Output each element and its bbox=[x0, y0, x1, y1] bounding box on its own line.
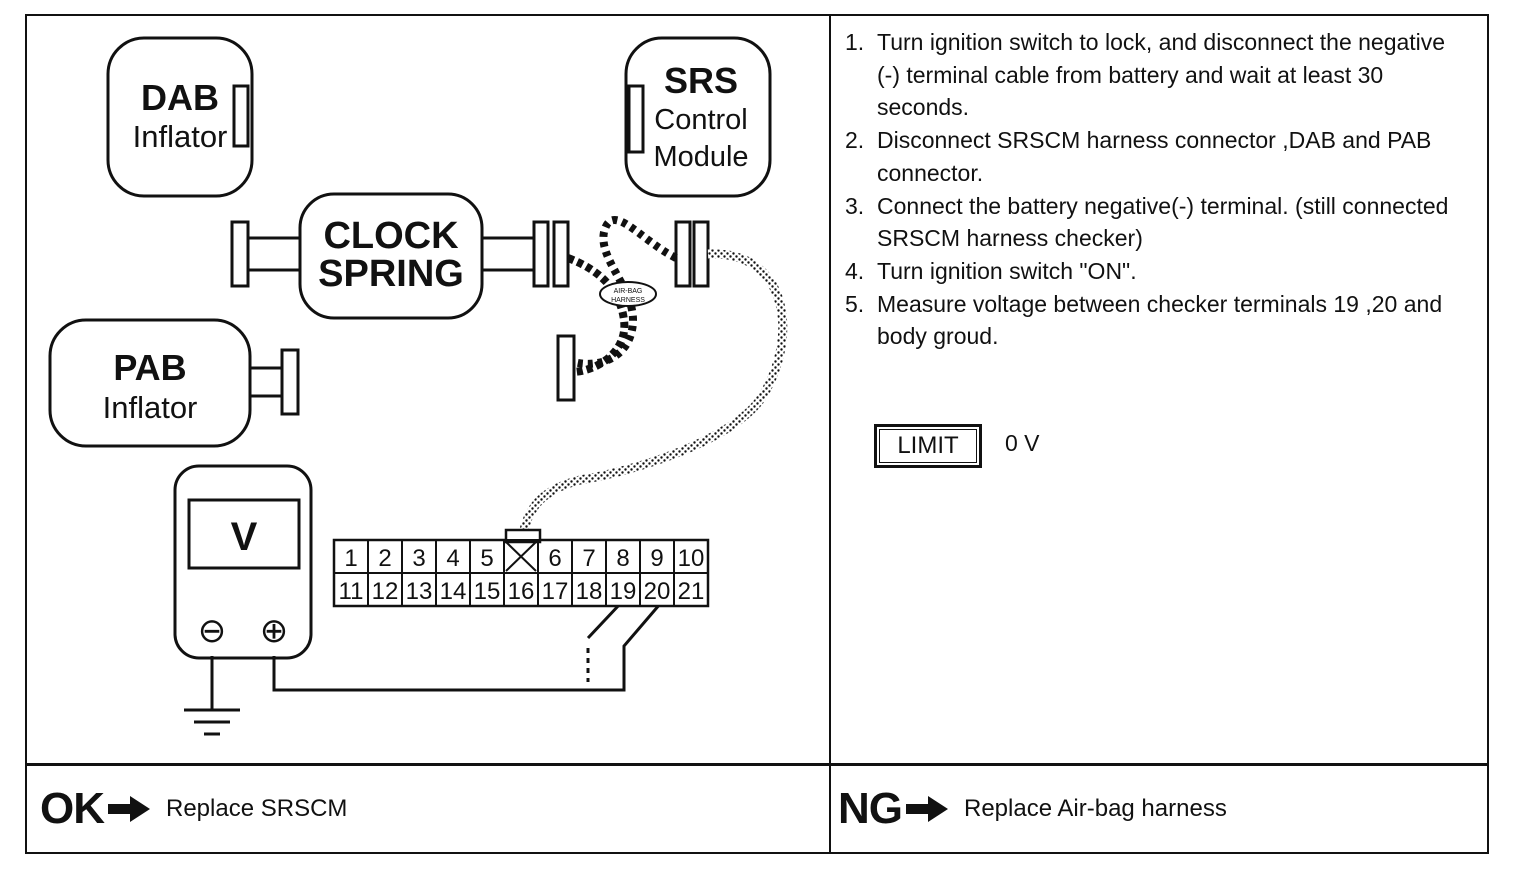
clock-spring: CLOCK SPRING bbox=[230, 192, 570, 320]
step-number: 4. bbox=[845, 257, 865, 284]
connector-terminal-label: 5 bbox=[480, 545, 493, 572]
connector-terminal-label: 16 bbox=[508, 578, 535, 605]
connector-terminal-label: 18 bbox=[576, 578, 603, 605]
connector-terminal-label: 14 bbox=[440, 578, 467, 605]
step-text: Measure voltage between checker terminal… bbox=[877, 290, 1443, 350]
ok-message: Replace SRSCM bbox=[166, 795, 348, 822]
clock-line-1: CLOCK bbox=[323, 215, 459, 257]
harness-label-2: HARNESS bbox=[611, 297, 645, 304]
pab-inflator: PAB Inflator bbox=[48, 318, 300, 448]
ng-code: NG bbox=[838, 784, 903, 833]
step-number: 3. bbox=[845, 192, 865, 219]
step-text: Connect the battery negative(-) terminal… bbox=[877, 192, 1449, 252]
connector-terminal-label: 13 bbox=[406, 578, 433, 605]
ng-arrow-icon bbox=[906, 796, 948, 822]
dab-subtitle: Inflator bbox=[133, 119, 228, 154]
connector-terminal-label: 7 bbox=[582, 545, 595, 572]
connector-terminal-label: 4 bbox=[446, 545, 459, 572]
limit-value: 0 V bbox=[1005, 430, 1040, 456]
dab-title: DAB bbox=[141, 77, 219, 118]
connector-terminal-label: 12 bbox=[372, 578, 399, 605]
srs-harness-connector bbox=[674, 220, 710, 288]
step-text: Disconnect SRSCM harness connector ,DAB … bbox=[877, 127, 1432, 186]
connector-terminal-label: 19 bbox=[610, 578, 637, 605]
vertical-divider bbox=[829, 14, 831, 854]
step-number: 1. bbox=[845, 29, 865, 55]
diagram-frame bbox=[25, 14, 1489, 854]
step-number: 5. bbox=[845, 290, 865, 317]
procedure-step: 3. Connect the battery negative(-) termin… bbox=[845, 190, 1470, 255]
connector-terminal-label: 8 bbox=[616, 545, 629, 572]
ng-result: NG Replace Air-bag harness bbox=[838, 784, 1227, 834]
connector-terminal-label: 1 bbox=[344, 545, 357, 572]
pab-title: PAB bbox=[113, 347, 186, 388]
connector-terminal-label: 11 bbox=[339, 578, 364, 605]
connector-terminal-label: 6 bbox=[548, 545, 561, 572]
connector-terminal-label: 15 bbox=[474, 578, 501, 605]
procedure-step: 5. Measure voltage between checker termin… bbox=[845, 288, 1470, 353]
connector-terminal-label: 21 bbox=[678, 578, 705, 605]
ng-message: Replace Air-bag harness bbox=[964, 795, 1227, 822]
step-text: Turn ignition switch "ON". bbox=[877, 257, 1137, 284]
ground-symbol bbox=[184, 656, 240, 736]
limit-label: LIMIT bbox=[897, 432, 959, 459]
ok-arrow-icon bbox=[108, 796, 150, 822]
srs-control-module: SRS Control Module bbox=[624, 36, 772, 198]
pab-subtitle: Inflator bbox=[103, 390, 198, 425]
wiring-diagram: DAB Inflator SRS Control Module CLOCK SP… bbox=[48, 36, 788, 736]
connector-terminal-label: 10 bbox=[678, 545, 705, 572]
blocked-terminal-mark bbox=[505, 541, 537, 572]
limit-label-box: LIMIT bbox=[874, 424, 982, 468]
pab-side-connector bbox=[556, 334, 576, 402]
ok-result: OK Replace SRSCM bbox=[40, 784, 347, 834]
connector-cell bbox=[673, 572, 709, 607]
horizontal-divider bbox=[25, 763, 1489, 766]
meter-plus-icon: ⊕ bbox=[260, 612, 289, 650]
step-number: 2. bbox=[845, 127, 865, 154]
srs-line-1: Control bbox=[654, 104, 748, 136]
srs-title: SRS bbox=[664, 60, 738, 101]
meter-minus-icon: ⊖ bbox=[198, 612, 227, 650]
connector-terminal-label: 20 bbox=[644, 578, 671, 605]
connector-terminal-label: 2 bbox=[378, 545, 391, 572]
connector-terminal-label: 9 bbox=[650, 545, 663, 572]
dab-inflator: DAB Inflator bbox=[106, 36, 254, 198]
airbag-harness: AIR-BAG HARNESS bbox=[566, 216, 678, 376]
step-text: Turn ignition switch to lock, and discon… bbox=[877, 29, 1446, 121]
meter-label: V bbox=[231, 515, 258, 559]
connector-terminal-label: 3 bbox=[412, 545, 425, 572]
voltmeter: V ⊖ ⊕ bbox=[173, 464, 313, 660]
procedure-steps: 1. Turn ignition switch to lock, and disc… bbox=[845, 26, 1470, 353]
clock-line-2: SPRING bbox=[318, 253, 464, 295]
procedure-step: 4. Turn ignition switch "ON". bbox=[845, 255, 1470, 288]
checker-harness bbox=[518, 249, 788, 535]
procedure-step: 2. Disconnect SRSCM harness connector ,DA… bbox=[845, 124, 1470, 189]
positive-lead bbox=[272, 602, 662, 692]
harness-label-1: AIR-BAG bbox=[614, 288, 643, 295]
procedure-step: 1. Turn ignition switch to lock, and disc… bbox=[845, 26, 1470, 124]
connector-terminal-label: 17 bbox=[542, 578, 569, 605]
ok-code: OK bbox=[40, 784, 105, 833]
srs-line-2: Module bbox=[653, 141, 748, 173]
